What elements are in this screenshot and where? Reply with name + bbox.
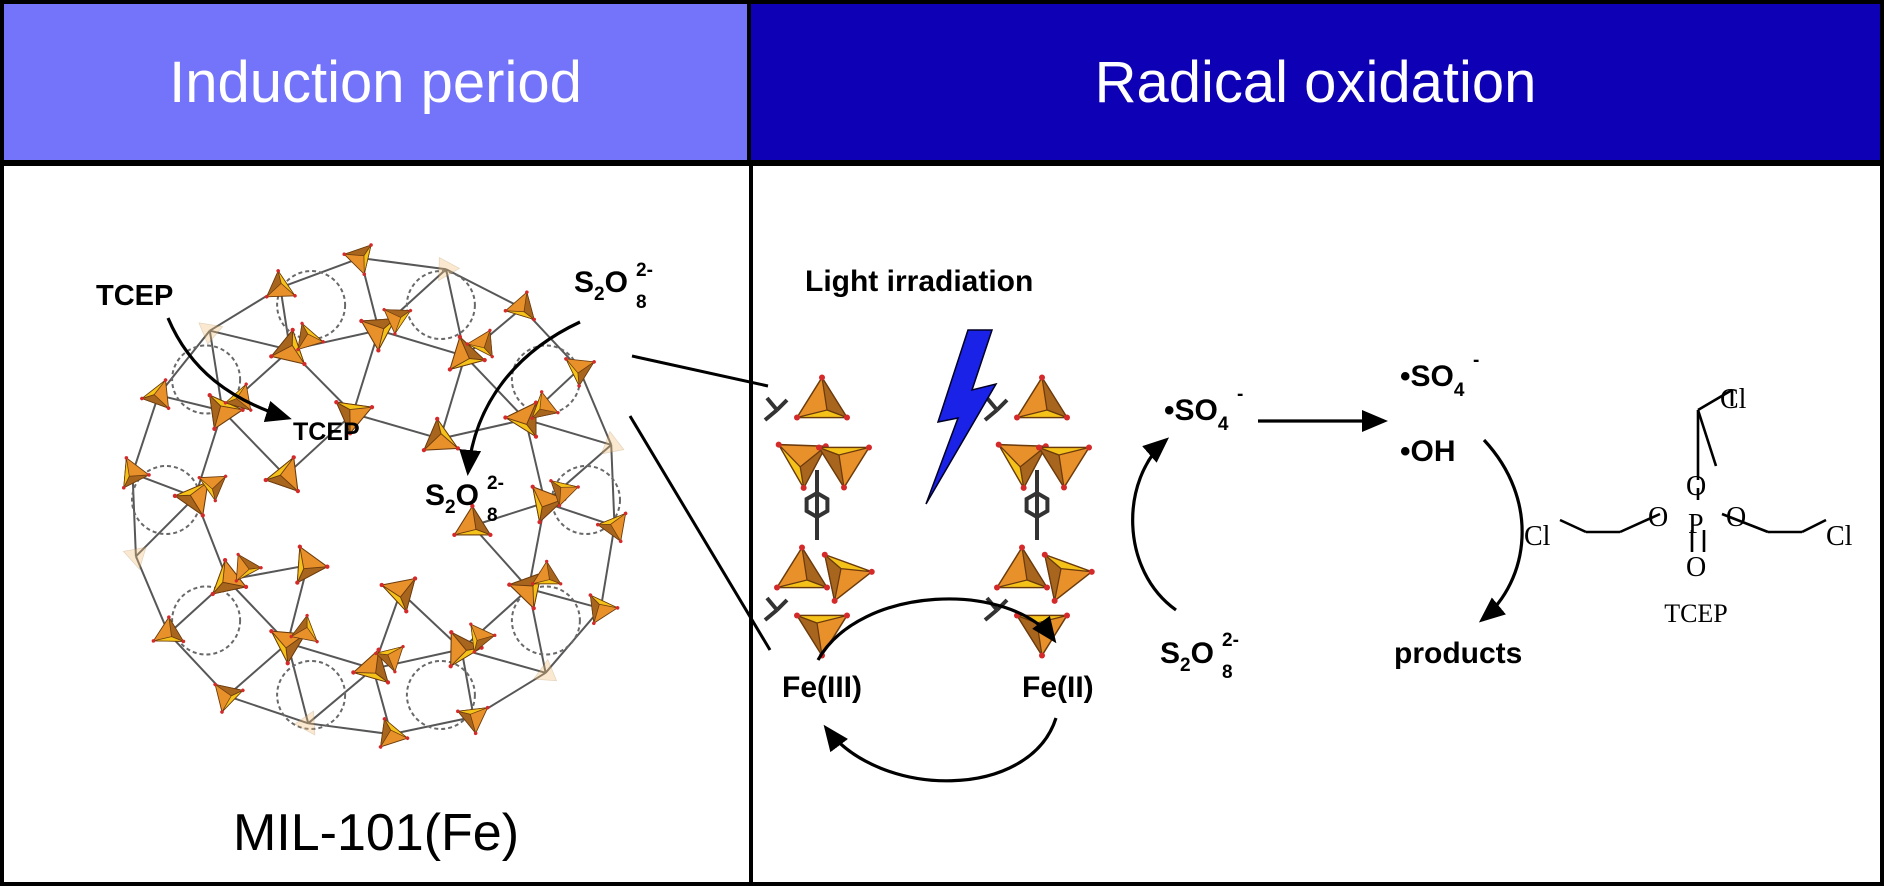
- fe2-to-fe3-arrow: [823, 717, 1058, 783]
- light-irradiation-label: Light irradiation: [805, 265, 1033, 298]
- persulfate-activation-arrow: [1131, 437, 1177, 612]
- svg-text:Cl: Cl: [1524, 521, 1551, 552]
- svg-text:2-: 2-: [487, 473, 504, 494]
- svg-text:S2O: S2O: [574, 266, 628, 305]
- tcep-outside-label: TCEP: [96, 280, 173, 312]
- zoom-line-bottom: [628, 415, 772, 651]
- persulfate-inside-label: S2O 2- 8: [425, 473, 504, 526]
- svg-text:•SO4: •SO4: [1400, 360, 1465, 401]
- tcep-atoms: Cl O Cl O P O Cl O TCEP: [1524, 384, 1853, 628]
- mil101-title: MIL-101(Fe): [233, 804, 519, 862]
- svg-text:O: O: [1726, 502, 1746, 533]
- svg-text:8: 8: [636, 292, 647, 313]
- header-induction-period-label: Induction period: [169, 49, 582, 115]
- svg-text:Cl: Cl: [1826, 521, 1853, 552]
- tcep-inside-label: TCEP: [293, 418, 360, 446]
- fe-chain-right: [983, 373, 1097, 660]
- header-induction-period: Induction period: [0, 0, 751, 164]
- header-radical-oxidation-label: Radical oxidation: [1094, 49, 1537, 115]
- sulfate-radical-2: •SO4 -: [1400, 350, 1479, 401]
- fe2-label: Fe(II): [1022, 671, 1094, 704]
- persulfate-right-label: S2O 2- 8: [1160, 630, 1239, 683]
- zoom-line-top: [631, 354, 769, 388]
- svg-text:O: O: [1686, 552, 1706, 583]
- svg-text:S2O: S2O: [1160, 637, 1214, 676]
- persulfate-outside-label: S2O 2- 8: [574, 260, 653, 313]
- svg-text:2-: 2-: [1222, 630, 1239, 651]
- tcep-entry-arrow: [166, 317, 292, 422]
- mil101-framework-image: [121, 237, 638, 760]
- hydroxyl-radical-label: •OH: [1400, 435, 1456, 468]
- svg-text:O: O: [1648, 502, 1668, 533]
- left-panel-annotations: TCEP TCEP S2O 2- 8 S2O 2- 8 MIL-101(Fe): [96, 260, 772, 862]
- svg-text:2-: 2-: [636, 260, 653, 281]
- fe-chain-left: [763, 373, 877, 660]
- lightning-bolt-icon: [925, 329, 998, 505]
- fe3-label: Fe(III): [782, 671, 862, 704]
- svg-text:Cl: Cl: [1720, 384, 1747, 415]
- products-label: products: [1394, 637, 1522, 670]
- svg-text:O: O: [1686, 471, 1706, 502]
- svg-text:8: 8: [1222, 662, 1233, 683]
- svg-text:-: -: [1237, 384, 1243, 405]
- svg-text:S2O: S2O: [425, 479, 479, 518]
- persulfate-entry-arrow: [459, 320, 581, 476]
- sulfate-radical-1: •SO4 -: [1164, 384, 1243, 435]
- fe3-to-fe2-arrow: [816, 597, 1057, 661]
- svg-text:•SO4: •SO4: [1164, 394, 1229, 435]
- svg-text:-: -: [1473, 350, 1479, 371]
- panel-borders: [0, 162, 1884, 886]
- svg-text:8: 8: [487, 505, 498, 526]
- svg-text:TCEP: TCEP: [1664, 599, 1728, 628]
- degradation-arrow: [1478, 438, 1524, 623]
- tcep-structure: [1559, 388, 1827, 552]
- svg-text:P: P: [1688, 509, 1704, 540]
